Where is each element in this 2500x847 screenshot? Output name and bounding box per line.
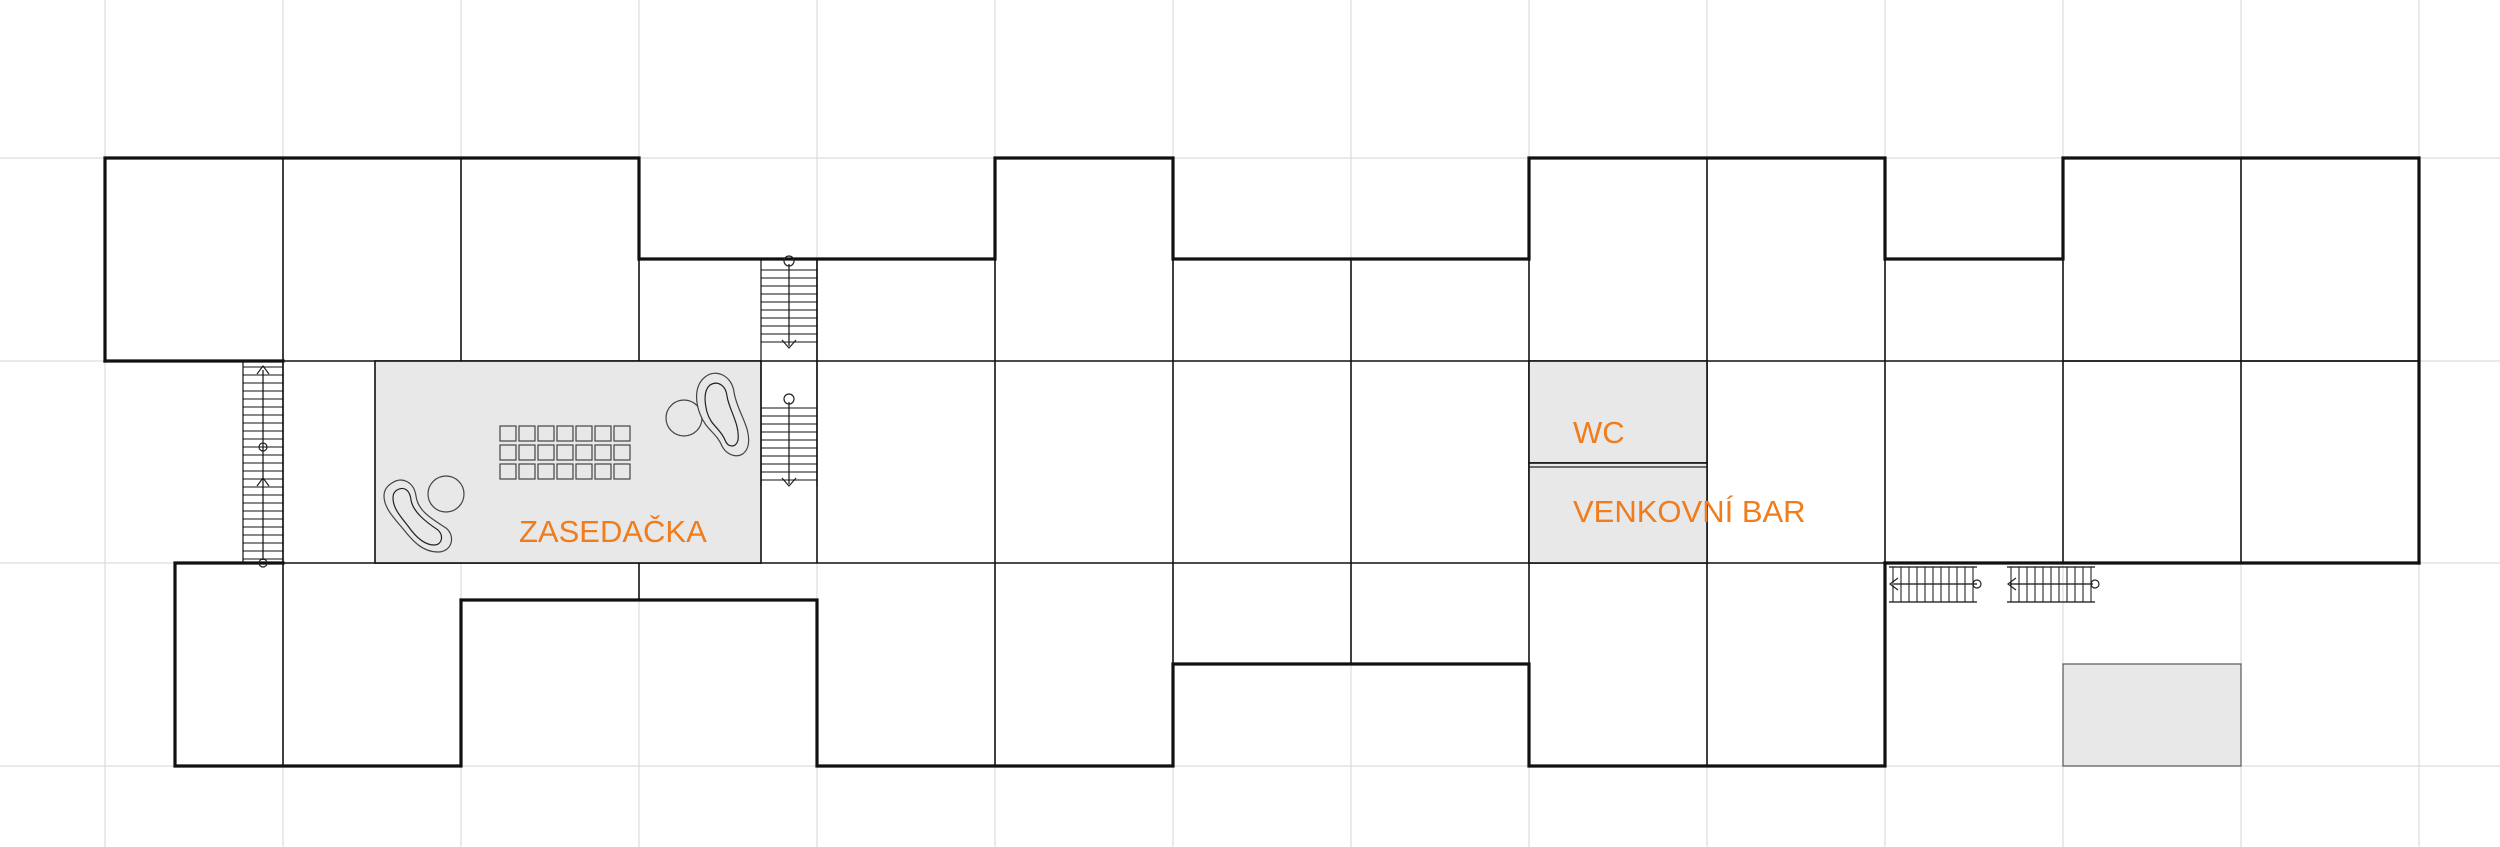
stair-icon xyxy=(242,361,284,568)
chair xyxy=(518,444,536,461)
room-label-bar: VENKOVNÍ BAR xyxy=(1573,494,1806,529)
stair-icon xyxy=(760,255,818,487)
chair xyxy=(575,444,593,461)
table-icon xyxy=(427,475,465,513)
chair xyxy=(556,444,574,461)
chair xyxy=(537,444,555,461)
chair xyxy=(499,425,517,442)
chair xyxy=(556,463,574,480)
outdoor-pad xyxy=(2062,663,2242,767)
chair xyxy=(575,463,593,480)
chair xyxy=(518,425,536,442)
chair xyxy=(518,463,536,480)
planter-icon xyxy=(383,479,453,553)
chair-icon xyxy=(499,425,631,480)
chair xyxy=(594,425,612,442)
table-icon xyxy=(665,399,703,437)
chair xyxy=(613,425,631,442)
wc-room xyxy=(1528,360,1708,464)
chair xyxy=(556,425,574,442)
chair xyxy=(499,444,517,461)
chair xyxy=(575,425,593,442)
lower-building-outline xyxy=(173,561,1887,768)
chair xyxy=(613,463,631,480)
chair xyxy=(594,463,612,480)
planter-icon xyxy=(695,372,750,457)
stair-icon xyxy=(1889,566,2100,603)
bar-room xyxy=(1528,462,1708,564)
chair xyxy=(613,444,631,461)
chair xyxy=(499,463,517,480)
chair xyxy=(537,425,555,442)
room-label-meeting: ZASEDAČKA xyxy=(519,514,707,549)
upper-outline xyxy=(103,156,2421,565)
chair xyxy=(594,444,612,461)
room-label-wc: WC xyxy=(1573,415,1625,450)
chair xyxy=(537,463,555,480)
